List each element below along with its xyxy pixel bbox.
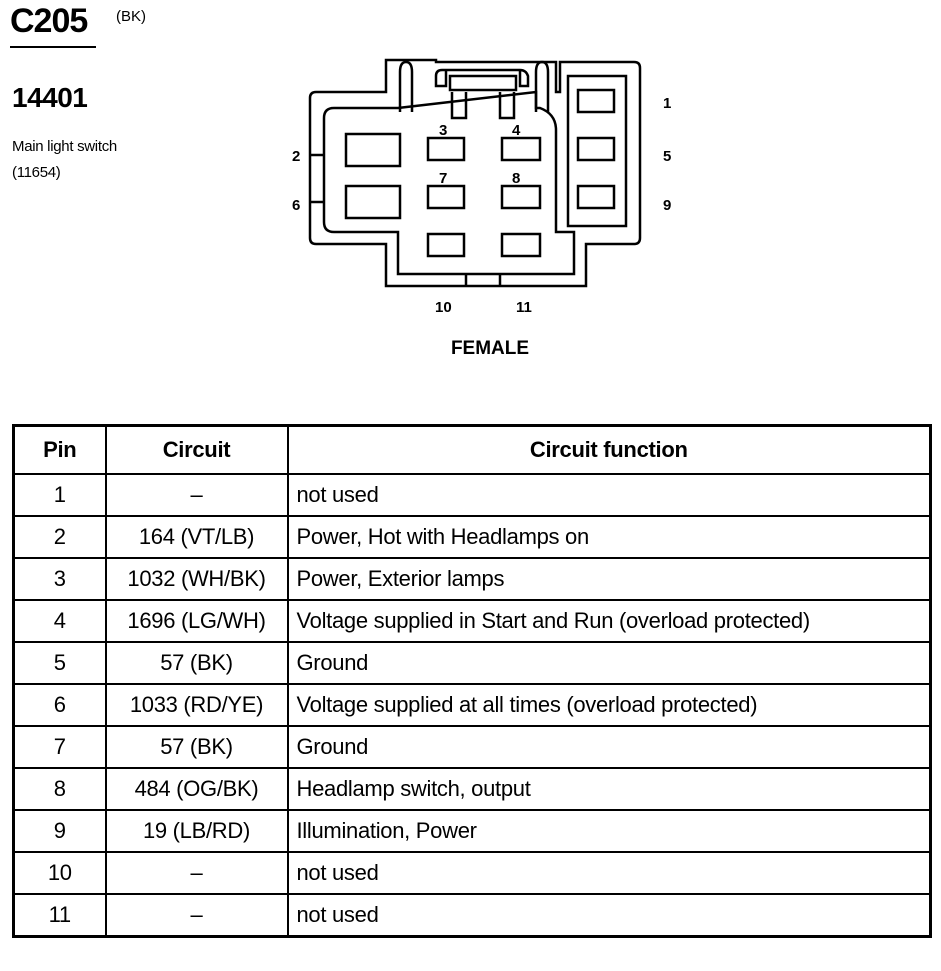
connector-view-label: FEMALE (450, 338, 530, 359)
circuit-function-cell: not used (286, 851, 932, 895)
pin-cell: 5 (12, 641, 107, 685)
latch-slot-left (450, 92, 468, 120)
table-row: 1–not used (12, 473, 932, 517)
circuit-function-cell: Ground (286, 725, 932, 769)
pin-block-right (566, 74, 628, 228)
table-row: 11–not used (12, 893, 932, 938)
component-name: Main light switch (12, 138, 117, 155)
lock-post-right (534, 60, 550, 112)
pin-label-2: 2 (292, 148, 300, 165)
pin-label-11: 11 (516, 299, 532, 316)
cavity-1 (576, 88, 616, 114)
pin-cell: 3 (12, 557, 107, 601)
circuit-function-cell: not used (286, 473, 932, 517)
table-row: 10–not used (12, 851, 932, 895)
table-header-row: Pin Circuit Circuit function (12, 424, 932, 475)
pin-label-1: 1 (663, 95, 671, 112)
cavity-4 (500, 136, 542, 162)
cavity-5 (576, 136, 616, 162)
circuit-cell: 19 (LB/RD) (104, 809, 289, 853)
circuit-function-cell: not used (286, 893, 932, 938)
pin-label-4: 4 (512, 122, 521, 139)
connector-face-diagram: 1 2 3 4 5 6 7 8 9 10 11 (292, 58, 671, 316)
component-code: (11654) (12, 164, 61, 181)
circuit-function-cell: Power, Hot with Headlamps on (286, 515, 932, 559)
pin-cell: 4 (12, 599, 107, 643)
circuit-function-cell: Illumination, Power (286, 809, 932, 853)
latch-slot-right (498, 92, 516, 120)
circuit-cell: 164 (VT/LB) (104, 515, 289, 559)
pin-label-3: 3 (439, 122, 447, 139)
pin-label-8: 8 (512, 170, 520, 187)
circuit-function-cell: Power, Exterior lamps (286, 557, 932, 601)
cavity-7 (426, 184, 466, 210)
cavity-11 (500, 232, 542, 258)
pin-cell: 9 (12, 809, 107, 853)
circuit-cell: 1032 (WH/BK) (104, 557, 289, 601)
pin-label-10: 10 (435, 299, 452, 316)
circuit-cell: – (104, 893, 289, 938)
part-number: 14401 (12, 82, 88, 113)
circuit-cell: 1033 (RD/YE) (104, 683, 289, 727)
cavity-3 (426, 136, 466, 162)
latch-inner (448, 74, 518, 92)
circuit-cell: 57 (BK) (104, 641, 289, 685)
cavity-8 (500, 184, 542, 210)
circuit-function-cell: Voltage supplied in Start and Run (overl… (286, 599, 932, 643)
header-circuit-function: Circuit function (286, 424, 932, 475)
circuit-cell: 57 (BK) (104, 725, 289, 769)
pin-label-6: 6 (292, 197, 300, 214)
connector-housing-outer (308, 58, 642, 288)
circuit-function-cell: Voltage supplied at all times (overload … (286, 683, 932, 727)
pin-label-5: 5 (663, 148, 671, 165)
pin-label-7: 7 (439, 170, 447, 187)
connector-id-underline (10, 46, 96, 48)
pin-cell: 10 (12, 851, 107, 895)
pin-cell: 8 (12, 767, 107, 811)
circuit-function-cell: Headlamp switch, output (286, 767, 932, 811)
cavity-2 (344, 132, 402, 168)
connector-color: (BK) (116, 8, 146, 25)
pin-cell: 6 (12, 683, 107, 727)
pin-label-9: 9 (663, 197, 671, 214)
circuit-function-cell: Ground (286, 641, 932, 685)
pin-cell: 1 (12, 473, 107, 517)
latch-tab (434, 68, 530, 88)
circuit-cell: – (104, 473, 289, 517)
lock-post-left (398, 60, 414, 112)
cavity-9 (576, 184, 616, 210)
connector-housing-inner (322, 90, 576, 276)
circuit-cell: 484 (OG/BK) (104, 767, 289, 811)
pin-cell: 11 (12, 893, 107, 938)
cavity-10 (426, 232, 466, 258)
cavity-6 (344, 184, 402, 220)
header-circuit: Circuit (104, 424, 289, 475)
header-pin: Pin (12, 424, 107, 475)
circuit-cell: 1696 (LG/WH) (104, 599, 289, 643)
pin-cell: 2 (12, 515, 107, 559)
circuit-cell: – (104, 851, 289, 895)
connector-id: C205 (10, 2, 88, 40)
pin-cell: 7 (12, 725, 107, 769)
